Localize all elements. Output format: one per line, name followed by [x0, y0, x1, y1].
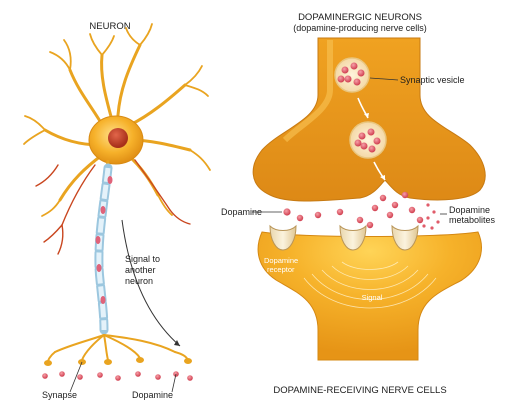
signal-label-3: neuron — [125, 276, 153, 286]
metabolites-label-1: Dopamine — [449, 205, 490, 215]
receiving-cells-footer: DOPAMINE-RECEIVING NERVE CELLS — [273, 385, 446, 396]
dopamine-receptor — [391, 224, 419, 251]
released-dopamine-left — [42, 371, 193, 381]
axon-terminals — [47, 334, 189, 363]
synapse-subtitle: (dopamine-producing nerve cells) — [293, 23, 427, 33]
signal-label-1: Signal to — [125, 254, 160, 264]
synaptic-cleft-dopamine — [283, 191, 424, 229]
synaptic-vesicle — [349, 121, 387, 159]
neuron-soma — [88, 115, 144, 165]
dopamine-label-right: Dopamine — [221, 207, 262, 217]
dopamine-metabolites — [422, 203, 440, 230]
signal-label-right: Signal — [362, 293, 383, 302]
synapse-pointer — [69, 361, 83, 393]
nucleus — [108, 128, 128, 148]
vesicle-pointer — [369, 77, 399, 81]
dopamine-receptor — [339, 224, 367, 251]
receptor-label-2: receptor — [267, 265, 295, 274]
receptor-label-1: Dopamine — [264, 256, 298, 265]
synaptic-vesicle — [334, 57, 370, 93]
dopamine-receptors — [269, 224, 419, 251]
dopamine-pointer — [171, 373, 177, 393]
synaptic-vesicles — [334, 57, 387, 181]
neuron-title: NEURON — [89, 21, 130, 32]
presynaptic-terminal — [252, 37, 486, 202]
dopamine-receptor — [269, 224, 297, 251]
terminal-buttons — [44, 357, 192, 366]
synapse-title: DOPAMINERGIC NEURONS — [298, 12, 422, 23]
signal-label-2: another — [125, 265, 156, 275]
neuron-axon — [94, 159, 113, 336]
synaptic-vesicle-label: Synaptic vesicle — [400, 75, 465, 85]
dopamine-label-left: Dopamine — [132, 390, 173, 400]
metabolites-label-2: metabolites — [449, 215, 496, 225]
synapse-label: Synapse — [42, 390, 77, 400]
signal-arrow — [121, 219, 181, 347]
